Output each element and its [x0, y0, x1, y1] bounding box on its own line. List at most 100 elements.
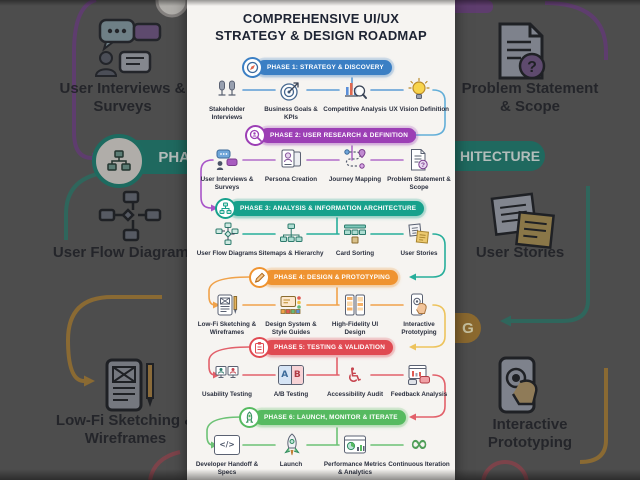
sitemap-large-icon	[92, 134, 146, 188]
card-sorting-icon	[342, 219, 368, 249]
ab-letter-b: B	[290, 366, 303, 384]
target-icon	[278, 75, 304, 105]
code-icon: </>	[214, 430, 240, 460]
item-label: Feedback Analysis	[390, 391, 448, 398]
phase-4-pill: PHASE 4: DESIGN & PROTOTYPING	[249, 267, 399, 288]
svg-text:?: ?	[527, 59, 537, 76]
user-magnifier-icon	[245, 125, 266, 146]
roadmap-item: Competitive Analysis	[323, 75, 387, 122]
chart-magnifier-icon	[342, 75, 368, 105]
item-label: Persona Creation	[264, 176, 318, 183]
roadmap-item: ? Problem Statement & Scope	[387, 145, 451, 192]
phase-1-row: Stakeholder Interviews Business Goals & …	[197, 75, 449, 122]
document-question-large-icon: ?	[492, 22, 554, 89]
roadmap-item: Card Sorting	[325, 219, 385, 258]
background-right-strip: ? Problem Statement & Scope HITECTURE Us…	[455, 0, 640, 480]
sticky-notes-large-icon	[488, 192, 556, 255]
title-line-2: STRATEGY & DESIGN ROADMAP	[215, 27, 427, 43]
background-left-strip: User Interviews & Surveys PHAS User Flow…	[0, 0, 187, 480]
background-caption: User Stories	[475, 244, 565, 261]
phase-4-label: PHASE 4: DESIGN & PROTOTYPING	[264, 270, 399, 285]
clipboard-icon	[249, 337, 270, 358]
roadmap-item: Design System & Style Guides	[261, 290, 321, 337]
compass-icon	[242, 57, 263, 78]
ab-split-icon: A B	[278, 360, 304, 390]
item-label: Sitemaps & Hierarchy	[258, 250, 324, 257]
ab-letter-a: A	[279, 366, 291, 384]
feedback-window-icon	[406, 360, 432, 390]
roadmap-item: Business Goals & KPIs	[261, 75, 321, 122]
item-label: Launch	[279, 461, 303, 468]
phase-1-label: PHASE 1: STRATEGY & DISCOVERY	[257, 60, 392, 75]
wireframe-tablet-large-icon	[103, 358, 159, 419]
wireframe-tablet-icon	[214, 290, 240, 320]
phase-5-pill: PHASE 5: TESTING & VALIDATION	[249, 337, 394, 358]
phase-4-row: Low-Fi Sketching & Wireframes Design Sys…	[197, 290, 449, 337]
lightbulb-icon	[406, 75, 432, 105]
roadmap-item: User Flow Diagrams	[197, 219, 257, 258]
phone-tap-large-icon	[494, 356, 554, 423]
phase-1-pill: PHASE 1: STRATEGY & DISCOVERY	[242, 57, 392, 78]
item-label: Problem Statement & Scope	[387, 176, 451, 192]
infinity-icon: ∞	[409, 432, 429, 457]
item-label: Performance Metrics & Analytics	[323, 461, 387, 477]
sitemap-icon	[215, 198, 236, 219]
background-caption: Interactive Prototyping	[487, 416, 573, 451]
phase-5-row: Usability Testing A B A/B Testing ♿ Acce…	[197, 360, 449, 399]
item-label: UX Vision Definition	[388, 106, 450, 113]
persona-card-icon	[278, 145, 304, 175]
phase-2-label: PHASE 2: USER RESEARCH & DEFINITION	[260, 128, 417, 143]
phase-3-label: PHASE 3: ANALYSIS & INFORMATION ARCHITEC…	[230, 201, 425, 216]
item-label: Developer Handoff & Specs	[195, 461, 259, 477]
rocket-icon	[278, 430, 304, 460]
roadmap-card: COMPREHENSIVE UI/UX STRATEGY & DESIGN RO…	[187, 0, 455, 480]
roadmap-item: Sitemaps & Hierarchy	[258, 219, 324, 258]
roadmap-item: ♿ Accessibility Audit	[325, 360, 385, 399]
roadmap-item: Persona Creation	[261, 145, 321, 192]
item-label: User Flow Diagrams	[196, 250, 258, 257]
background-caption: User Flow Diagrams	[52, 244, 187, 261]
flowchart-icon	[214, 219, 240, 249]
phone-tap-icon	[406, 290, 432, 320]
roadmap-item: </> Developer Handoff & Specs	[195, 430, 259, 477]
phase-2-row: User Interviews & Surveys Persona Creati…	[197, 145, 451, 192]
item-label: Accessibility Audit	[326, 391, 384, 398]
page-title: COMPREHENSIVE UI/UX STRATEGY & DESIGN RO…	[187, 11, 455, 45]
ui-screens-icon	[342, 290, 368, 320]
background-caption: Problem Statement & Scope	[461, 80, 599, 115]
phase-3-pill: PHASE 3: ANALYSIS & INFORMATION ARCHITEC…	[215, 198, 425, 219]
item-label: Low-Fi Sketching & Wireframes	[197, 321, 257, 337]
item-label: High-Fidelity UI Design	[331, 321, 379, 337]
svg-text:?: ?	[421, 162, 425, 169]
roadmap-item: UX Vision Definition	[389, 75, 449, 122]
background-caption: Low-Fi Sketching & Wireframes	[55, 412, 187, 447]
analytics-dashboard-icon	[342, 430, 368, 460]
item-label: Competitive Analysis	[323, 106, 387, 113]
item-label: Stakeholder Interviews	[208, 106, 246, 122]
background-phase-pill-fragment: HITECTURE	[455, 141, 545, 171]
item-label: Journey Mapping	[328, 176, 382, 183]
phase-2-pill: PHASE 2: USER RESEARCH & DEFINITION	[245, 125, 417, 146]
user-monitors-icon	[214, 360, 240, 390]
roadmap-item: High-Fidelity UI Design	[325, 290, 385, 337]
style-guide-icon	[278, 290, 304, 320]
chat-bubbles-icon	[214, 145, 240, 175]
roadmap-item: Performance Metrics & Analytics	[323, 430, 387, 477]
roadmap-item: ∞ Continuous Iteration	[388, 430, 450, 477]
roadmap-item: A B A/B Testing	[261, 360, 321, 399]
item-label: User Stories	[400, 250, 438, 257]
flowchart-large-icon	[98, 190, 164, 249]
roadmap-item: Stakeholder Interviews	[197, 75, 257, 122]
phase-5-label: PHASE 5: TESTING & VALIDATION	[264, 340, 394, 355]
phase-6-row: </> Developer Handoff & Specs Launch	[195, 430, 450, 477]
microphones-icon	[214, 75, 240, 105]
roadmap-item: Launch	[261, 430, 321, 477]
chat-bubbles-large-icon	[92, 18, 164, 87]
hierarchy-tree-icon	[278, 219, 304, 249]
item-label: User Interviews & Surveys	[200, 176, 254, 192]
phase-6-pill: PHASE 6: LAUNCH, MONITOR & ITERATE	[239, 407, 406, 428]
sticky-notes-icon	[406, 219, 432, 249]
item-label: Usability Testing	[202, 391, 252, 398]
journey-path-icon	[342, 145, 368, 175]
rocket-icon	[239, 407, 260, 428]
